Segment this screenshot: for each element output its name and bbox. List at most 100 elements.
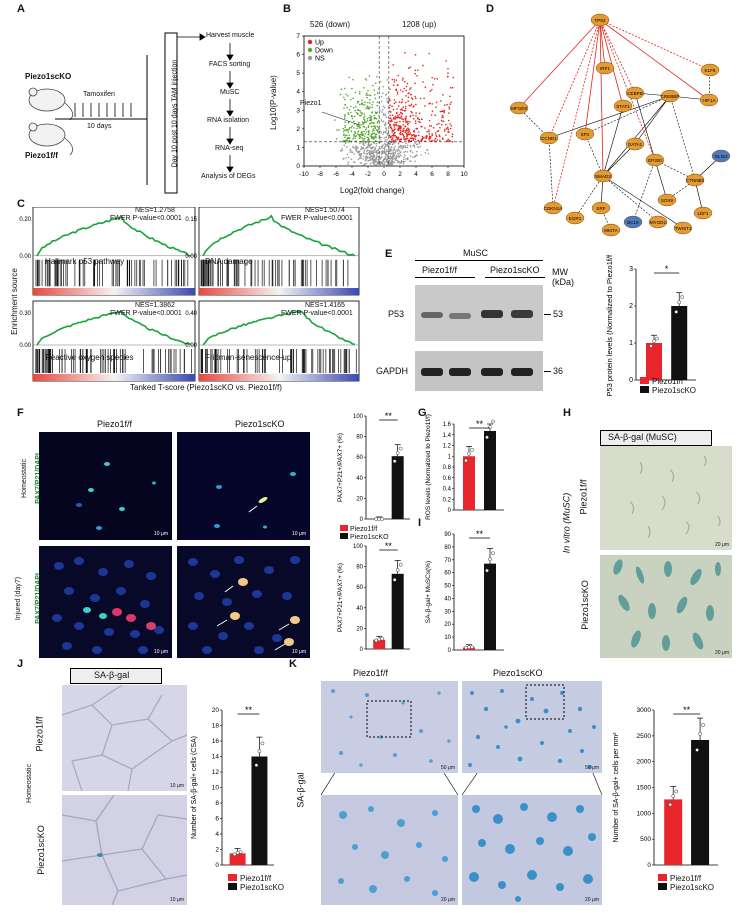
volcano-point-up [398, 101, 401, 103]
volcano-point [353, 147, 356, 149]
volcano-point [383, 147, 385, 150]
y-tick-label: 3 [296, 107, 300, 114]
volcano-point-down [371, 112, 373, 114]
volcano-point [359, 153, 361, 155]
y-tick-label: 2000 [637, 759, 652, 766]
volcano-point-up [451, 86, 454, 89]
network-node-label: HIF1A [702, 98, 716, 103]
volcano-point-up [431, 134, 433, 137]
volcano-point-down [356, 100, 359, 103]
volcano-point-up [414, 82, 416, 85]
f-scale: 10 μm [292, 531, 306, 537]
volcano-point-down [354, 137, 357, 140]
volcano-point-down [377, 120, 379, 123]
volcano-point-up [389, 124, 392, 127]
volcano-point [402, 77, 404, 80]
volcano-point-up [422, 64, 424, 67]
volcano-point [366, 119, 369, 122]
volcano-point-up [431, 88, 433, 91]
volcano-point [386, 150, 389, 153]
bar [251, 756, 268, 865]
gsea-ytick: 0.00 [185, 254, 197, 260]
y-tick-label: 4 [215, 831, 219, 838]
network-edge [602, 95, 671, 177]
volcano-point [391, 137, 394, 139]
volcano-point [376, 149, 379, 152]
volcano-point-up [410, 134, 413, 136]
network-node [539, 131, 559, 145]
volcano-point [366, 150, 368, 152]
volcano-point-up [447, 72, 449, 74]
y-tick-label: 1.4 [443, 433, 452, 439]
f-scale: 10 μm [292, 649, 306, 655]
network-node [613, 99, 633, 113]
volcano-point-up [431, 110, 434, 112]
volcano-point [358, 90, 361, 93]
h-image-ff: 20 μm [600, 446, 732, 550]
volcano-point [413, 144, 416, 147]
volcano-point [366, 152, 369, 155]
gsea-fwer-1: FWER P-value<0.0001 [110, 215, 182, 222]
volcano-point [374, 151, 377, 153]
volcano-point-up [431, 103, 433, 105]
y-tick-label: 12 [212, 769, 220, 776]
volcano-point [389, 136, 391, 138]
volcano-point-up [426, 135, 428, 138]
volcano-point-up [399, 138, 402, 140]
volcano-point-up [433, 77, 436, 80]
volcano-point [394, 134, 397, 137]
panel-label-b: B [283, 3, 291, 15]
volcano-point-down [373, 122, 375, 125]
volcano-point [402, 106, 404, 109]
volcano-point [399, 162, 401, 164]
volcano-point [388, 143, 391, 145]
volcano-point-down [349, 98, 352, 101]
enrichment-curve [36, 215, 192, 257]
volcano-point [365, 92, 368, 95]
volcano-point [376, 101, 379, 104]
volcano-point [345, 157, 347, 159]
f-image-ff-injured: 10 μm [39, 546, 172, 658]
volcano-point-down [363, 130, 365, 133]
f-image-ko-homeostatic: 10 μm [177, 432, 310, 540]
network-node [699, 93, 719, 107]
gsea-ytick: 0.30 [19, 311, 31, 317]
volcano-point [375, 142, 378, 145]
volcano-point-up [430, 140, 433, 142]
data-point [464, 645, 468, 650]
network-edge [602, 143, 636, 177]
volcano-point [371, 152, 374, 155]
j-scale: 10 μm [170, 897, 184, 903]
volcano-point [393, 161, 396, 163]
volcano-point-down [371, 133, 374, 135]
volcano-point-up [419, 97, 422, 100]
volcano-point-down [358, 127, 361, 129]
volcano-point-up [395, 88, 397, 91]
volcano-point [412, 106, 414, 108]
volcano-point [367, 145, 370, 147]
y-tick-label: 1000 [637, 810, 652, 817]
volcano-point-down [366, 141, 369, 143]
volcano-point [418, 142, 421, 145]
volcano-point [389, 158, 391, 160]
volcano-point [367, 94, 369, 96]
bar [229, 853, 246, 865]
volcano-point [360, 124, 362, 126]
data-point [649, 344, 653, 348]
volcano-point [374, 159, 377, 161]
data-point [467, 451, 471, 456]
volcano-point-up [394, 139, 397, 142]
volcano-point-up [428, 133, 431, 135]
legend-label: Up [315, 40, 324, 47]
volcano-point [371, 158, 373, 161]
volcano-point [401, 98, 404, 101]
y-tick-label: 20 [356, 626, 363, 632]
volcano-point-up [435, 135, 438, 138]
volcano-point-down [360, 133, 363, 136]
volcano-point-up [396, 124, 398, 127]
y-tick-label: 40 [356, 476, 363, 482]
network-node [685, 173, 705, 187]
volcano-point-down [371, 135, 373, 138]
blot-p53 [415, 285, 543, 341]
